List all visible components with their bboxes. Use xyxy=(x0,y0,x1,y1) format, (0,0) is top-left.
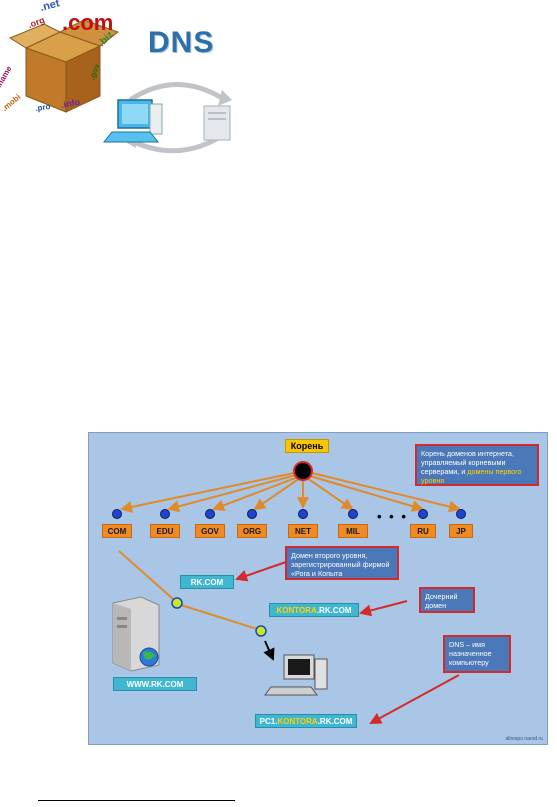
dns-logo: DNS xyxy=(148,26,215,59)
dns-hierarchy-diagram: Корень Корень доменов интернета, управля… xyxy=(88,432,548,745)
second-level-domain: RK.COM xyxy=(180,575,234,589)
kontora-node xyxy=(255,625,267,637)
server-icon xyxy=(112,596,160,672)
root-node xyxy=(293,461,313,481)
client-computer-icon xyxy=(102,99,163,143)
tld-box-net: NET xyxy=(288,524,318,538)
tld-node xyxy=(160,509,170,519)
root-note: Корень доменов интернета, управляемый ко… xyxy=(415,444,539,486)
box-and-computers-art xyxy=(8,19,232,154)
root-note-text: Корень доменов интернета xyxy=(421,449,512,458)
host-note: DNS – имя назначенное компьютеру xyxy=(443,635,511,673)
tld-box-edu: EDU xyxy=(150,524,180,538)
subdomain-box: KONTORA.RK.COM xyxy=(269,603,359,617)
watermark: alirexpo.narod.ru xyxy=(505,736,543,742)
footnote-rule xyxy=(38,800,235,801)
rk-node xyxy=(171,597,183,609)
tld-node xyxy=(247,509,257,519)
cardboard-box-icon xyxy=(8,19,120,113)
second-level-note: Домен второго уровня, зарегистрированный… xyxy=(285,546,399,580)
subdomain-rest: .RK.COM xyxy=(316,605,352,615)
root-note-highlight: домены первого уровня xyxy=(421,467,522,485)
tld-box-jp: JP xyxy=(449,524,473,538)
tld-box-gov: GOV xyxy=(195,524,225,538)
tld-node xyxy=(205,509,215,519)
tld-label: .com xyxy=(62,10,114,35)
subdomain-note: Дочерний домен xyxy=(419,587,475,613)
server-label: WWW.RK.COM xyxy=(113,677,197,691)
tld-box-org: ORG xyxy=(237,524,267,538)
diagram-connectors xyxy=(112,461,466,724)
tld-node xyxy=(418,509,428,519)
server-icon xyxy=(203,105,231,141)
tld-box-com: COM xyxy=(102,524,132,538)
tld-node xyxy=(298,509,308,519)
host-fqdn-box: PC1.KONTORA.RK.COM xyxy=(255,714,357,728)
tld-box-ru: RU xyxy=(410,524,436,538)
host-prefix: PC1. xyxy=(259,716,278,726)
tld-node xyxy=(456,509,466,519)
more-tlds-ellipsis: • • • xyxy=(377,509,408,524)
workstation-icon xyxy=(264,654,328,696)
root-label: Корень xyxy=(285,439,329,453)
root-note-text: , управляемый корневыми серверами, и xyxy=(421,449,514,476)
subdomain-highlight: KONTORA xyxy=(276,605,317,615)
host-highlight: KONTORA xyxy=(277,716,318,726)
host-rest: .RK.COM xyxy=(317,716,353,726)
tld-box-mil: MIL xyxy=(338,524,368,538)
dns-illustration: .org .net .com .biz .info .pro .gov .mob… xyxy=(0,0,260,170)
tld-node xyxy=(112,509,122,519)
tld-node xyxy=(348,509,358,519)
